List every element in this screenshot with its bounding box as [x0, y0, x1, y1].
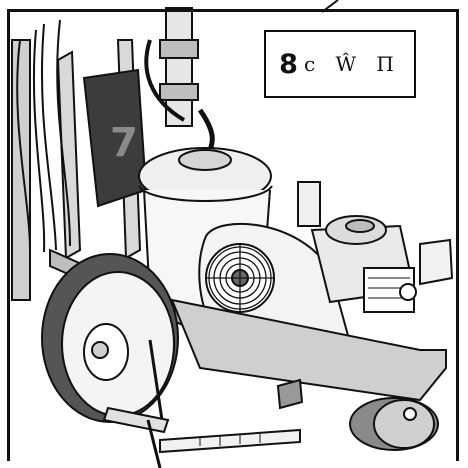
gun-arm	[102, 406, 301, 468]
panel-badge: 7	[110, 120, 138, 166]
frame-border-left	[7, 9, 10, 461]
cart-base	[170, 298, 447, 410]
callout-label-text: c Ŵ Π	[303, 52, 401, 76]
rear-wheel	[41, 253, 179, 423]
callout-label: 8 c Ŵ Π	[264, 30, 416, 98]
hose-coil	[16, 19, 71, 253]
pump-column	[144, 7, 215, 151]
frame-border-right	[456, 9, 459, 461]
front-wheel	[349, 397, 439, 451]
engine	[297, 181, 454, 313]
callout-label-number: 8	[279, 48, 298, 80]
tool-panel: 7	[82, 68, 148, 208]
frame-border-top	[7, 9, 459, 12]
